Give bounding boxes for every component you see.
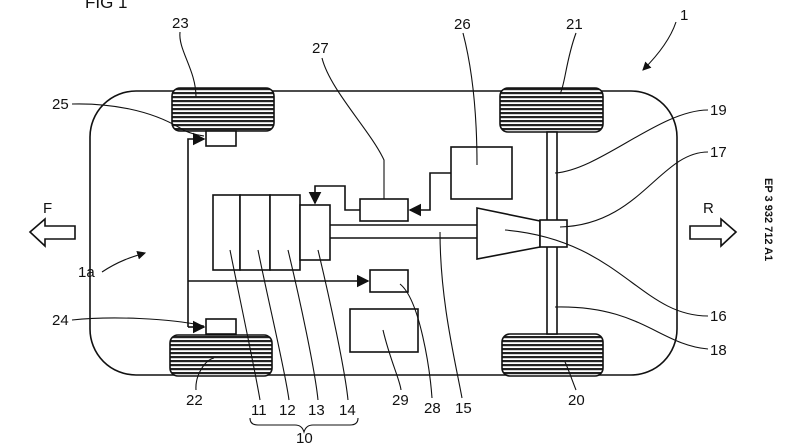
sensor-25 [206, 131, 236, 146]
leader-17 [560, 152, 708, 227]
label-1a: 1a [78, 264, 95, 281]
label-24: 24 [52, 312, 69, 329]
leader-21 [560, 33, 576, 94]
signal-line-25 [188, 139, 204, 327]
rear-arrow-icon [690, 219, 736, 246]
label-22: 22 [186, 392, 203, 409]
leader-1a [102, 253, 145, 272]
leader-15 [440, 232, 462, 398]
label-10: 10 [296, 430, 313, 445]
figure-title: FIG 1 [85, 0, 128, 12]
label-23: 23 [172, 15, 189, 32]
label-20: 20 [568, 392, 585, 409]
label-28: 28 [424, 400, 441, 417]
label-13: 13 [308, 402, 325, 419]
front-arrow-icon [30, 219, 75, 246]
publication-number: EP 3 932 712 A1 [762, 178, 774, 261]
leader-26 [463, 33, 477, 165]
label-19: 19 [710, 102, 727, 119]
leader-24 [72, 318, 204, 326]
cell-12 [240, 195, 270, 270]
rear-label: R [703, 200, 714, 217]
cell-13 [270, 195, 300, 270]
unit-29 [350, 309, 418, 352]
label-12: 12 [279, 402, 296, 419]
label-25: 25 [52, 96, 69, 113]
label-17: 17 [710, 144, 727, 161]
leader-12 [258, 250, 289, 400]
unit-14 [300, 205, 330, 260]
wheel-21 [500, 88, 603, 132]
label-15: 15 [455, 400, 472, 417]
front-label: F [43, 200, 52, 217]
label-14: 14 [339, 402, 356, 419]
leader-1 [643, 22, 676, 70]
unit-28 [370, 270, 408, 292]
label-16: 16 [710, 308, 727, 325]
label-21: 21 [566, 16, 583, 33]
sensor-24 [206, 319, 236, 334]
unit-26 [451, 147, 512, 199]
unit-27 [360, 199, 408, 221]
cell-11 [213, 195, 240, 270]
label-26: 26 [454, 16, 471, 33]
arrow-26-27 [410, 173, 451, 210]
leader-27 [322, 58, 384, 199]
leader-14 [318, 250, 348, 400]
wheel-23 [172, 88, 274, 131]
label-29: 29 [392, 392, 409, 409]
label-18: 18 [710, 342, 727, 359]
leader-13 [288, 250, 318, 400]
label-1: 1 [680, 7, 688, 24]
wheel-22 [170, 335, 272, 376]
label-27: 27 [312, 40, 329, 57]
label-11: 11 [251, 402, 267, 419]
wheel-20 [502, 334, 603, 376]
